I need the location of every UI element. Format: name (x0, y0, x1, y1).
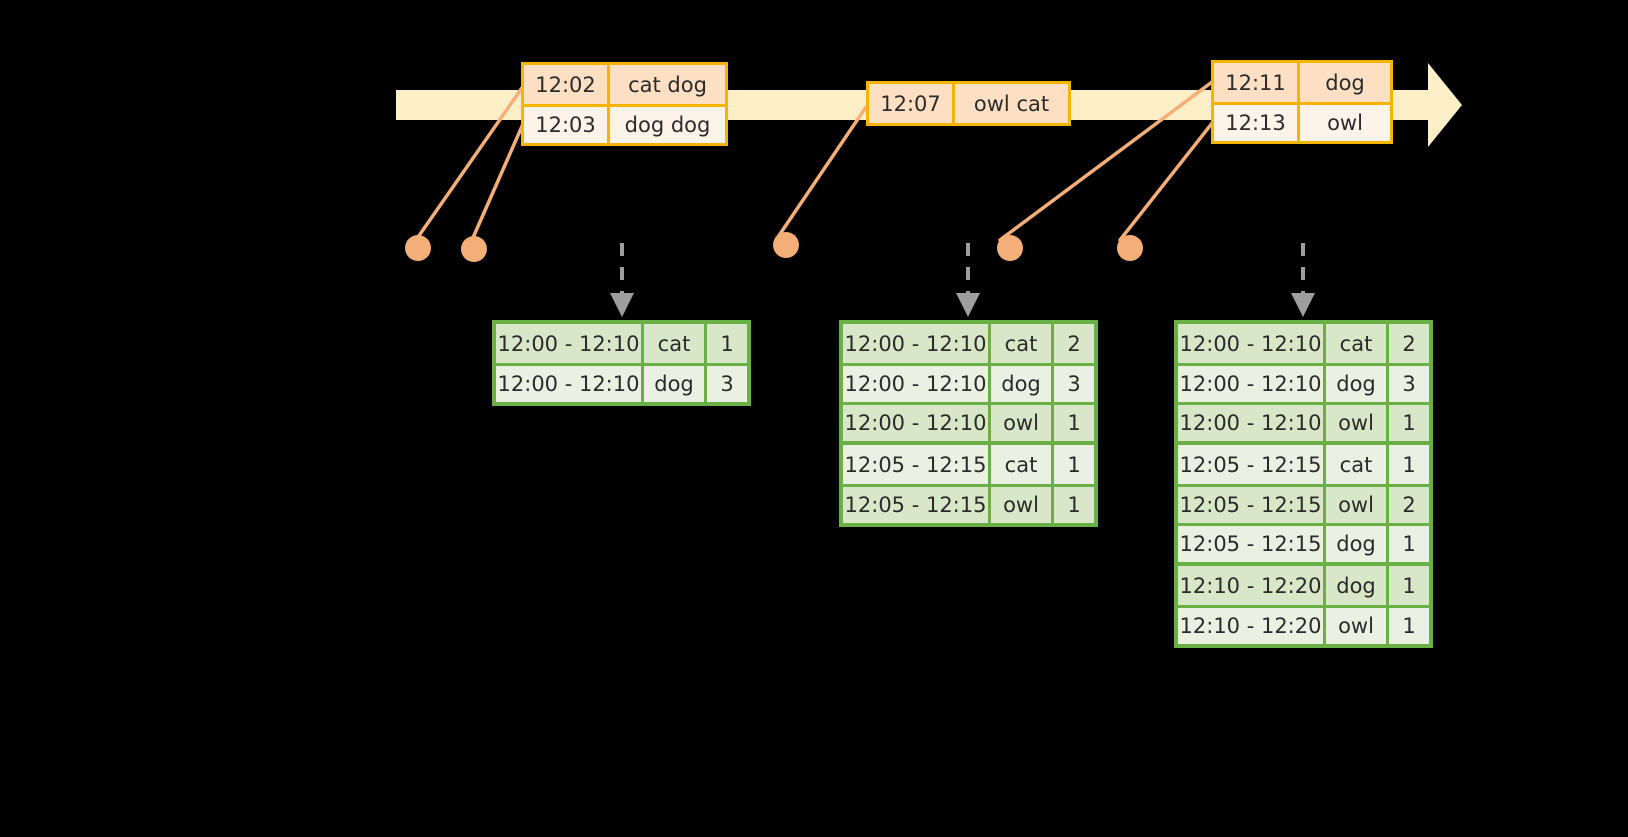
event-time: 12:13 (1214, 105, 1300, 141)
event-row: 12:07 owl cat (869, 84, 1068, 123)
cell-word: dog (1326, 526, 1389, 562)
event-words: cat dog (628, 72, 707, 97)
cell-count: 1 (1402, 614, 1416, 638)
event-dot-4 (997, 235, 1023, 261)
cell-word: dog (644, 366, 707, 402)
event-words: dog dog (624, 113, 711, 137)
cell-window: 12:05 - 12:15 (843, 445, 991, 484)
event-words: owl cat (973, 91, 1050, 116)
event-time: 12:02 (524, 65, 610, 104)
cell-word: dog (991, 366, 1054, 402)
cell-word: owl (1326, 405, 1389, 441)
leader-line-3 (776, 105, 868, 239)
event-words: owl (1327, 111, 1363, 135)
cell-window: 12:00 - 12:10 (843, 366, 991, 402)
event-row: 12:03 dog dog (524, 104, 725, 143)
cell-count: 1 (720, 331, 734, 356)
cell-count: 1 (1402, 573, 1416, 598)
event-time: 12:03 (524, 107, 610, 143)
cell-window: 12:10 - 12:20 (1178, 566, 1326, 605)
cell-word: dog (1326, 566, 1389, 605)
cell-window: 12:00 - 12:10 (496, 366, 644, 402)
cell-window: 12:05 - 12:15 (1178, 445, 1326, 484)
leader-line-1 (414, 83, 526, 242)
cell-window: 12:00 - 12:10 (1178, 366, 1326, 402)
result-arrow-2 (956, 243, 980, 317)
result-arrow-3 (1291, 243, 1315, 317)
event-words: dog (1325, 70, 1365, 95)
cell-word: owl (1326, 487, 1389, 523)
cell-count: 2 (1402, 493, 1416, 517)
cell-count: 3 (720, 372, 734, 396)
cell-count: 1 (1067, 493, 1081, 517)
leader-line-5 (1118, 120, 1215, 242)
event-row: 12:11 dog (1214, 63, 1390, 102)
event-dot-1 (405, 235, 431, 261)
cell-word: cat (644, 324, 707, 363)
cell-window: 12:00 - 12:10 (1178, 405, 1326, 441)
cell-count: 3 (1402, 372, 1416, 396)
cell-window: 12:00 - 12:10 (1178, 324, 1326, 363)
cell-word: cat (991, 324, 1054, 363)
cell-window: 12:00 - 12:10 (496, 324, 644, 363)
cell-count: 1 (1067, 452, 1081, 477)
cell-word: owl (991, 487, 1054, 523)
cell-count: 1 (1067, 411, 1081, 435)
event-row: 12:13 owl (1214, 102, 1390, 141)
cell-window: 12:05 - 12:15 (1178, 487, 1326, 523)
event-row: 12:02 cat dog (524, 65, 725, 104)
cell-count: 3 (1067, 372, 1081, 396)
cell-window: 12:05 - 12:15 (1178, 526, 1326, 562)
event-group-1: 12:02 cat dog 12:03 dog dog (521, 62, 728, 146)
cell-window: 12:00 - 12:10 (843, 324, 991, 363)
cell-count: 1 (1402, 411, 1416, 435)
event-group-3: 12:11 dog 12:13 owl (1211, 60, 1393, 144)
cell-word: owl (991, 405, 1054, 441)
cell-word: dog (1326, 366, 1389, 402)
event-dot-5 (1117, 235, 1143, 261)
cell-word: owl (1326, 608, 1389, 644)
cell-word: cat (1326, 445, 1389, 484)
event-time: 12:11 (1214, 63, 1300, 102)
cell-count: 2 (1067, 331, 1081, 356)
cell-count: 1 (1402, 532, 1416, 556)
event-group-2: 12:07 owl cat (866, 81, 1071, 126)
cell-word: cat (1326, 324, 1389, 363)
event-time: 12:07 (869, 84, 955, 123)
cell-window: 12:10 - 12:20 (1178, 608, 1326, 644)
result-arrow-1 (610, 243, 634, 317)
cell-count: 1 (1402, 452, 1416, 477)
cell-window: 12:00 - 12:10 (843, 405, 991, 441)
event-dot-2 (461, 236, 487, 262)
event-dot-3 (773, 232, 799, 258)
leader-line-2 (470, 122, 525, 242)
cell-window: 12:05 - 12:15 (843, 487, 991, 523)
result-arrows (610, 243, 1315, 317)
cell-count: 2 (1402, 331, 1416, 356)
cell-word: cat (991, 445, 1054, 484)
